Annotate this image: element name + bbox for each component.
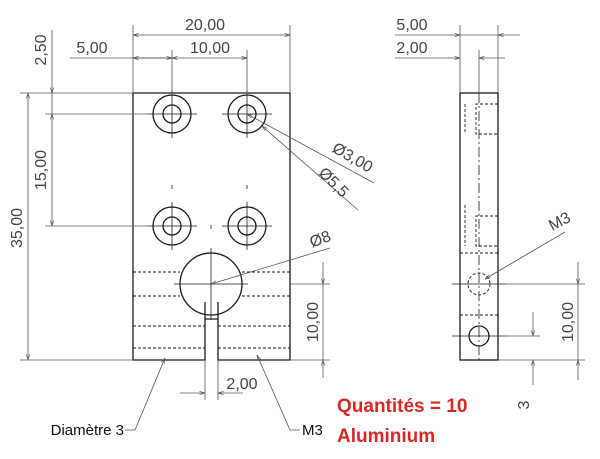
note-material: Aluminium (337, 426, 435, 447)
dim-large-hole: Ø8 (308, 228, 334, 251)
dim-slot-width: 2,00 (226, 376, 257, 393)
side-dimension-lines (395, 25, 585, 385)
callout-left: Diamètre 3 (51, 422, 124, 439)
dim-side-small: 3 (516, 400, 533, 409)
front-view (132, 90, 291, 361)
side-view (452, 92, 506, 361)
dim-front-hole-vertical: 15,00 (33, 150, 50, 190)
counterbore-hole-top-left (147, 90, 197, 138)
counterbore-hole-mid-right (222, 202, 272, 250)
dim-front-hole-spacing: 10,00 (190, 40, 230, 57)
dim-front-left-offset: 5,00 (76, 40, 107, 57)
dim-front-height: 35,00 (9, 208, 26, 248)
front-dimension-lines (20, 25, 375, 431)
dim-side-thread: M3 (546, 209, 574, 234)
dim-counterbore-outer: Ø5,5 (315, 165, 352, 202)
counterbore-hole-mid-left (147, 202, 197, 250)
dim-front-top-offset: 2,50 (33, 34, 50, 65)
dim-side-width: 5,00 (396, 17, 427, 34)
note-quantity: Quantités = 10 (337, 396, 467, 417)
dim-front-width: 20,00 (185, 17, 225, 34)
dim-front-bottom-height: 10,00 (305, 302, 322, 342)
callout-right: M3 (302, 422, 323, 439)
dim-side-bottom-height: 10,00 (560, 302, 577, 342)
dim-side-offset: 2,00 (396, 40, 427, 57)
